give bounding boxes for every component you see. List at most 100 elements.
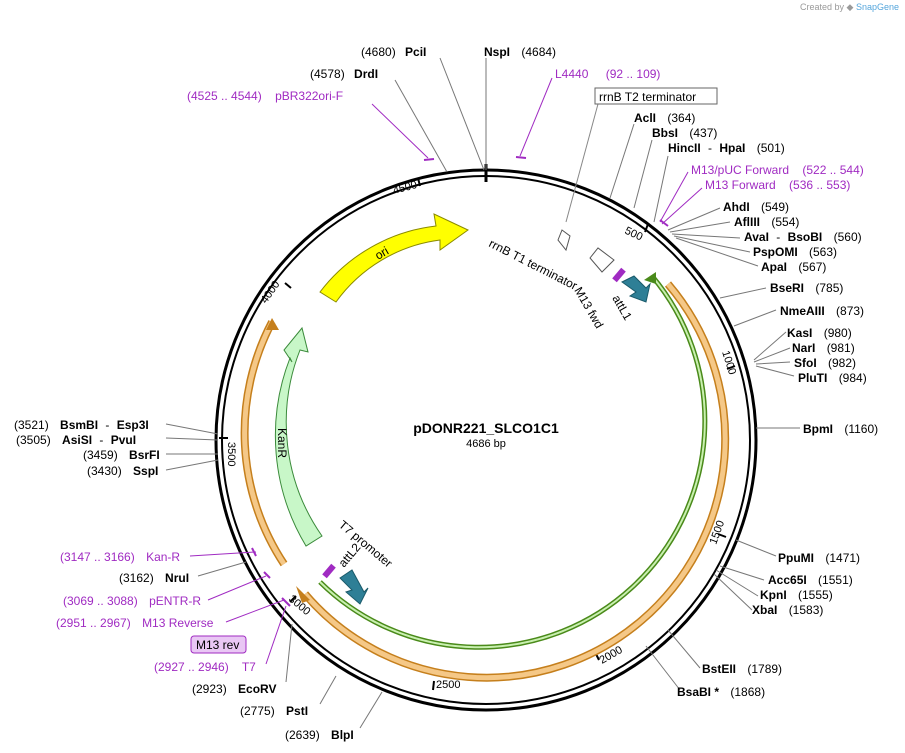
site-nspi-pos: (4684) <box>521 45 556 59</box>
site-ecorv-name: EcoRV <box>238 682 276 696</box>
site-bsteii-pos: (1789) <box>747 662 782 676</box>
kanr-arrow <box>274 326 323 547</box>
green-insert-arc-fill <box>319 275 706 649</box>
rrnb-t1-arrow <box>589 247 615 273</box>
leader-m13puc <box>659 171 689 223</box>
tick-1000 <box>726 365 736 370</box>
rrnb-t2-box <box>594 87 718 105</box>
primer-pbr322ori: (4525 .. 4544) pBR322ori-F <box>187 89 343 103</box>
leader-m13fwd <box>661 187 703 225</box>
site-ecorv: (2923) EcoRV <box>192 682 277 696</box>
restriction-site-labels: (4680) PciI NspI (4684) (4578) DrdI AclI… <box>14 45 878 742</box>
leader-sspi <box>165 459 219 471</box>
site-apai-name: ApaI <box>761 260 787 274</box>
attl2-arrow <box>339 569 369 605</box>
tick-500 <box>644 223 649 233</box>
site-pspomi-pos: (563) <box>809 245 837 259</box>
kanr-feature: KanR <box>274 326 323 547</box>
m13-fwd-box <box>612 267 626 283</box>
site-nari: NarI (981) <box>792 341 855 355</box>
site-avai-name: AvaI <box>744 230 769 244</box>
site-kasi: KasI (980) <box>787 326 852 340</box>
site-sspi-name: SspI <box>133 464 158 478</box>
site-psti-name: PstI <box>286 704 308 718</box>
primer-l4440-name: L4440 <box>555 67 589 81</box>
snapgene-credit: Created by ◆ SnapGene <box>800 2 899 13</box>
site-acc65i-name: Acc65I <box>768 573 807 587</box>
site-xbai: XbaI (1583) <box>752 603 823 617</box>
leader-ppumi <box>735 539 777 557</box>
site-apai: ApaI (567) <box>761 260 826 274</box>
site-bpmi-pos: (1160) <box>844 422 878 436</box>
site-pspomi: PspOMI (563) <box>753 245 837 259</box>
site-bsteii: BstEII (1789) <box>702 662 782 676</box>
marker-m13rev <box>281 597 291 607</box>
t7-box <box>322 563 336 579</box>
green-insert-arc <box>318 274 708 650</box>
attl1-arrow <box>621 275 651 303</box>
primer-pentr-name: pENTR-R <box>149 594 201 608</box>
site-bpmi: BpmI (1160) <box>803 422 878 436</box>
primer-t7: (2927 .. 2946) T7 <box>154 660 256 674</box>
site-leaders <box>165 57 800 729</box>
site-bpmi-name: BpmI <box>803 422 833 436</box>
leader-l4440 <box>519 77 553 157</box>
ori-feature: ori <box>319 213 469 303</box>
site-acc65i: Acc65I (1551) <box>768 573 853 587</box>
leader-blpi <box>359 691 383 729</box>
leader-t7 <box>265 605 287 665</box>
site-bbsi-name: BbsI <box>652 126 678 140</box>
site-ppumi: PpuMI (1471) <box>778 551 860 565</box>
site-bsabi-pos: (1868) <box>730 685 765 699</box>
right-orange-arc-fill <box>303 282 728 681</box>
tick-label-3500: 3500 <box>225 442 237 466</box>
site-bbsi: BbsI (437) <box>652 126 717 140</box>
site-hpai-name: HpaI <box>719 141 745 155</box>
site-nrui: (3162) NruI <box>119 571 189 585</box>
site-avai-bsobi: AvaI - BsoBI (560) <box>744 230 862 244</box>
site-pluti-pos: (984) <box>839 371 867 385</box>
site-apai-pos: (567) <box>798 260 826 274</box>
site-nari-pos: (981) <box>827 341 855 355</box>
site-sspi: (3430) SspI <box>87 464 158 478</box>
site-pluti-name: PluTI <box>798 371 827 385</box>
leader-group-1555 <box>713 565 765 611</box>
leader-pbr322ori <box>371 103 429 159</box>
primer-pbr322ori-name: pBR322ori-F <box>275 89 343 103</box>
leader-m13rev <box>225 599 285 623</box>
leader-bsteii <box>667 629 701 669</box>
leader-group-980 <box>753 331 795 377</box>
leader-asisi <box>165 437 219 441</box>
site-acc65i-pos: (1551) <box>818 573 853 587</box>
site-blpi: (2639) BlpI <box>285 728 354 742</box>
site-acli-name: AclI <box>634 111 656 125</box>
site-ahdi-name: AhdI <box>723 200 750 214</box>
site-pspomi-name: PspOMI <box>753 245 798 259</box>
site-nari-name: NarI <box>792 341 815 355</box>
site-nspi: NspI (4684) <box>484 45 556 59</box>
tick-label-4000: 4000 <box>259 279 283 306</box>
site-ppumi-pos: (1471) <box>825 551 860 565</box>
site-pvui-name: PvuI <box>111 433 136 447</box>
outer-feature-band <box>240 281 730 682</box>
tick-label-4500: 4500 <box>392 179 419 197</box>
rrnb-t2-leader <box>565 103 599 223</box>
primer-l4440-range: (92 .. 109) <box>606 67 661 81</box>
marker-pbr322ori <box>423 158 435 161</box>
insert-arc <box>318 272 708 650</box>
site-bsabi-name: BsaBI * <box>677 685 719 699</box>
primer-m13rev-range: (2951 .. 2967) <box>56 616 131 630</box>
primer-m13puc-range: (522 .. 544) <box>802 163 863 177</box>
site-bsrfi-name: BsrFI <box>129 448 160 462</box>
site-bsmbi-pos: (3521) <box>14 418 49 432</box>
site-xbai-pos: (1583) <box>789 603 824 617</box>
site-drdi-name: DrdI <box>354 67 378 81</box>
tick-2500 <box>432 680 435 691</box>
rrnb-t2-label: rrnB T2 terminator <box>599 90 696 104</box>
m13-fwd-label: M13 fwd <box>571 285 606 331</box>
site-ecorv-pos: (2923) <box>192 682 227 696</box>
site-bsrfi: (3459) BsrFI <box>83 448 160 462</box>
site-bsrfi-pos: (3459) <box>83 448 118 462</box>
leader-bbsi <box>633 139 653 209</box>
primer-m13puc: M13/pUC Forward (522 .. 544) <box>691 163 864 177</box>
